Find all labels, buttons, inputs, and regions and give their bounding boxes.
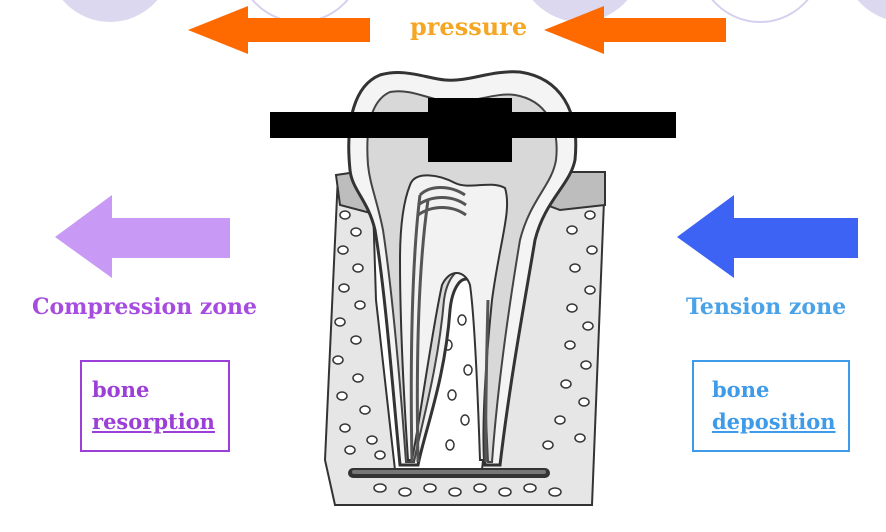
deposition-line2: deposition bbox=[712, 409, 836, 434]
resorption-line1: bone bbox=[92, 377, 150, 402]
bone-resorption-box: bone resorption bbox=[80, 360, 230, 452]
redaction-bar bbox=[428, 98, 512, 162]
pressure-arrow-right bbox=[544, 6, 726, 54]
tension-zone-label: Tension zone bbox=[686, 294, 847, 320]
bone-pores bbox=[332, 210, 598, 497]
resorption-line2: resorption bbox=[92, 409, 215, 434]
nerve-canal bbox=[409, 186, 490, 463]
blood-vessel bbox=[352, 470, 546, 474]
compression-zone-label: Compression zone bbox=[32, 294, 258, 320]
bg-circle bbox=[711, 0, 809, 23]
pulp bbox=[398, 174, 509, 461]
deposition-line1: bone bbox=[712, 377, 770, 402]
tension-arrow bbox=[677, 195, 858, 278]
pressure-label: pressure bbox=[410, 12, 528, 41]
pressure-arrow-left bbox=[188, 6, 370, 54]
compression-arrow bbox=[55, 195, 230, 278]
bg-circle bbox=[62, 0, 158, 22]
bone-deposition-box: bone deposition bbox=[692, 360, 850, 452]
bg-circle bbox=[857, 0, 886, 20]
